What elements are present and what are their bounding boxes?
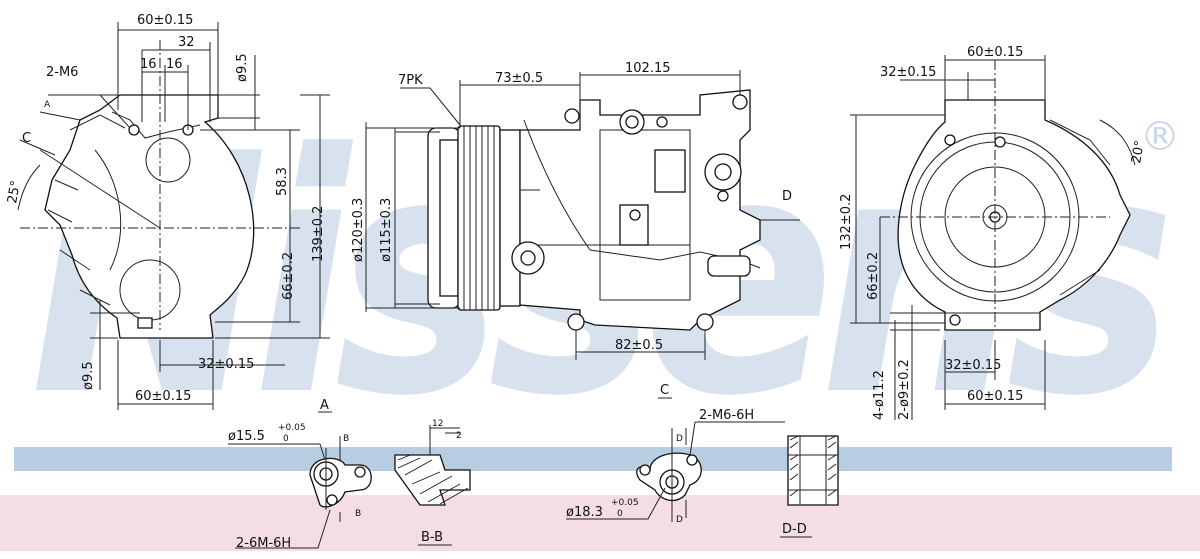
left-dim-phi95-bottom: ø9.5 (81, 361, 96, 390)
right-dim-60-bottom: 60±0.15 (967, 389, 1023, 404)
detail-b-mark-2: B (355, 509, 361, 519)
left-dim-32-bottom: 32±0.15 (198, 357, 254, 372)
detail-phi155: ø15.5 (228, 429, 265, 444)
detail-d-mark-1: D (676, 434, 683, 444)
detail-b-mark-1: B (343, 434, 349, 444)
right-dim-4-phi11: 4-ø11.2 (872, 370, 887, 420)
left-dim-16b: 16 (166, 57, 183, 72)
right-dim-132: 132±0.2 (839, 194, 854, 250)
detail-phi155-tol-upper: +0.05 (278, 423, 306, 433)
left-dim-66: 66±0.2 (281, 252, 296, 300)
left-arrow-c: C (22, 131, 31, 146)
detail-section-bb: B-B (421, 530, 443, 545)
right-dim-32-bottom: 32±0.15 (945, 358, 1001, 373)
left-arrow-a: A (44, 100, 51, 110)
detail-bb-dim-12: 12 (432, 419, 443, 429)
front-dim-phi120: ø120±0.3 (351, 198, 366, 262)
detail-phi183: ø18.3 (566, 505, 603, 520)
right-angle-20: 20° (1129, 139, 1148, 164)
detail-phi183-tol-lower: 0 (617, 509, 623, 519)
front-dim-102: 102.15 (625, 61, 671, 76)
detail-views: A ø15.5 +0.05 0 B B 2-6M-6H 12 2 B-B C 2… (228, 383, 839, 551)
front-dim-phi115: ø115±0.3 (379, 198, 394, 262)
front-dim-73: 73±0.5 (495, 71, 543, 86)
left-dim-58-3: 58.3 (275, 167, 290, 196)
detail-thread-a: 2-6M-6H (236, 536, 291, 551)
detail-thread-c: 2-M6-6H (699, 408, 754, 423)
right-view: 60±0.15 32±0.15 20° 132±0.2 66±0.2 4-ø11… (839, 45, 1148, 420)
left-dim-32: 32 (178, 35, 195, 50)
detail-d-mark-2: D (676, 515, 683, 525)
front-arrow-d: D (782, 189, 792, 204)
left-dim-phi95-top: ø9.5 (235, 53, 250, 82)
blue-band (14, 447, 1172, 471)
left-thread-2m6: 2-M6 (46, 65, 78, 80)
detail-view-c: C (660, 383, 669, 398)
left-dim-60-bottom: 60±0.15 (135, 389, 191, 404)
left-dim-139: 139±0.2 (311, 206, 326, 262)
right-dim-2-phi9: 2-ø9±0.2 (897, 359, 912, 420)
front-view: 7PK 73±0.5 102.15 ø120±0.3 ø115±0.3 82±0… (351, 61, 800, 360)
front-dim-82: 82±0.5 (615, 338, 663, 353)
detail-bb-dim-2: 2 (456, 431, 462, 441)
right-dim-66: 66±0.2 (866, 252, 881, 300)
left-angle-25: 25° (5, 179, 24, 204)
detail-section-dd: D-D (782, 522, 807, 537)
right-dim-32-top: 32±0.15 (880, 65, 936, 80)
detail-phi155-tol-lower: 0 (283, 434, 289, 444)
front-pk: 7PK (398, 73, 423, 88)
left-dim-16a: 16 (140, 57, 157, 72)
pink-band (0, 495, 1200, 551)
left-view: 60±0.15 32 16 16 ø9.5 2-M6 A C 25° 58.3 … (5, 13, 330, 410)
detail-phi183-tol-upper: +0.05 (611, 498, 639, 508)
detail-view-a: A (320, 398, 329, 413)
right-dim-60-top: 60±0.15 (967, 45, 1023, 60)
registered-mark: ® (1140, 114, 1180, 160)
left-dim-60-top: 60±0.15 (137, 13, 193, 28)
